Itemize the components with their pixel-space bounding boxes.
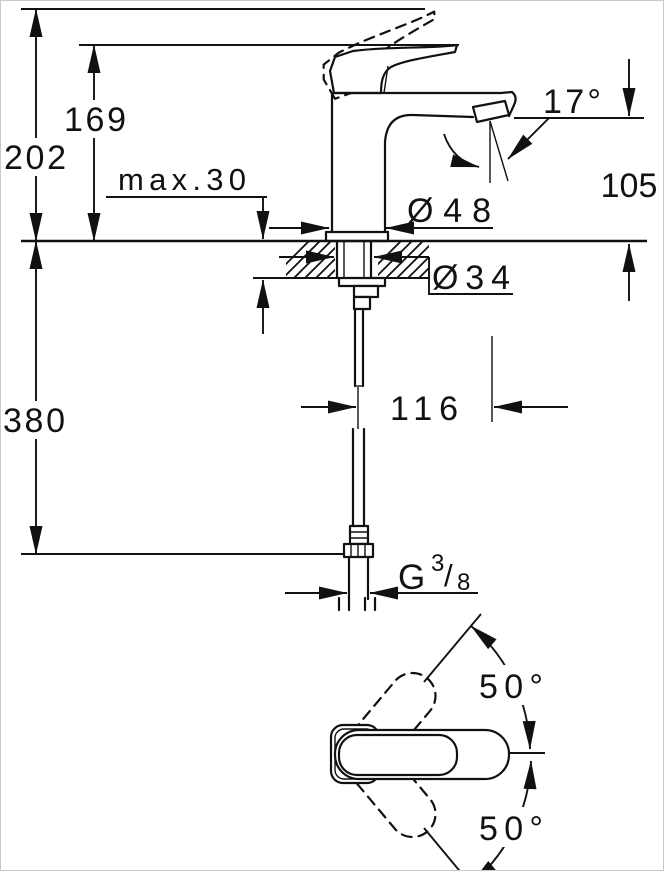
threaded-rod (353, 307, 365, 429)
swivel-line-lower (423, 827, 461, 870)
flex-hose (337, 427, 377, 612)
handle-top-face (337, 733, 459, 777)
dim-116-label: 116 (390, 390, 458, 428)
top-view: 50° 50° (329, 613, 551, 870)
lever-handle (328, 43, 459, 95)
dim-50deg-top-label: 50° (479, 668, 543, 706)
dimension-max-deck-thickness: max.30 (106, 162, 270, 334)
dim-d34-label: Ø34 (432, 259, 510, 297)
spout-tip (499, 90, 517, 118)
mounting-shank (335, 239, 387, 311)
dim-d48-label: Ø48 (407, 192, 491, 230)
dim-169-label: 169 (64, 101, 126, 139)
hose-cut-ends (337, 596, 377, 612)
dim-max30-label: max.30 (118, 162, 246, 197)
base-plate (324, 230, 390, 243)
dimension-spout-projection: 116 (301, 336, 568, 428)
shank-step-2 (352, 295, 372, 311)
dim-202-label: 202 (4, 139, 66, 177)
dimension-total-height: 202 (1, 8, 71, 242)
hatch-lines-left (286, 241, 335, 279)
dimension-lever-height: 169 (60, 44, 130, 242)
dim-105-label: 105 (601, 167, 658, 205)
angle-leader (507, 117, 550, 160)
dimension-swivel-down: 50° (475, 807, 551, 848)
angle-line-slanted (489, 120, 509, 182)
thread-letter: G (398, 558, 425, 597)
dimension-hole-diameter: Ø34 (279, 250, 513, 297)
dim-17deg-label: 17° (543, 83, 601, 121)
dimension-spout-angle: 17° (443, 83, 644, 183)
spout-underside (383, 113, 475, 235)
faucet-body (324, 90, 517, 243)
swivel-line-upper (423, 613, 482, 683)
dimension-outlet-height: 105 (601, 59, 658, 301)
hose-collar (348, 524, 370, 546)
swivel-direction-arrow (443, 133, 480, 168)
handle-body (333, 728, 511, 781)
dimension-swivel-up: 50° (475, 665, 551, 706)
dim-380-label: 380 (3, 402, 65, 440)
thread-slash: / (444, 558, 453, 593)
top-view-handle (329, 723, 511, 785)
dimensions: 202 169 max.30 Ø48 Ø34 (1, 8, 658, 600)
aerator (471, 99, 511, 124)
counter-deck (21, 239, 647, 279)
side-view (21, 8, 647, 612)
thread-denominator: 8 (457, 569, 470, 596)
thread-numerator: 3 (431, 550, 444, 577)
mounting-flange (337, 276, 387, 288)
dimension-hose-length: 380 (1, 240, 69, 555)
dimension-thread: G 3 / 8 (285, 550, 478, 600)
dim-50deg-bottom-label: 50° (479, 810, 543, 848)
shank-step-1 (352, 284, 380, 299)
dimension-body-diameter: Ø48 (269, 192, 493, 235)
